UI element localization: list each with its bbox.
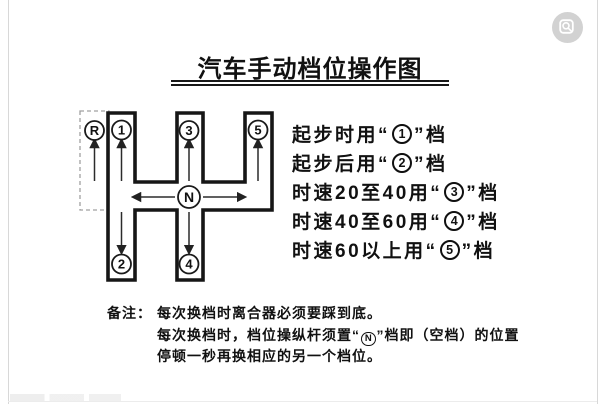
gear-position-r: R — [84, 120, 105, 141]
svg-text:1: 1 — [118, 123, 125, 138]
usage-line-1: 起步时用“ 1 ”档 — [292, 119, 500, 148]
viewer-bottom-divider — [8, 401, 597, 402]
gear-position-n: N — [177, 185, 201, 209]
svg-text:2: 2 — [118, 257, 125, 272]
viewer-left-divider — [8, 0, 9, 404]
circled-gear-2: 2 — [392, 153, 413, 173]
svg-text:R: R — [90, 123, 100, 138]
usage-line-4-suffix: ”档 — [466, 212, 500, 233]
bottom-watermark — [10, 394, 142, 401]
note-line-3: 停顿一秒再换相应的另一个档位。 — [157, 348, 382, 364]
svg-text:4: 4 — [185, 257, 193, 272]
usage-line-5-suffix: ”档 — [461, 241, 496, 262]
usage-line-2-prefix: 起步后用“ — [292, 154, 391, 175]
usage-line-2-suffix: ”档 — [414, 154, 448, 175]
title-underline — [171, 80, 449, 86]
notes-body: 每次换档时离合器必须要踩到底。 每次换档时，档位操纵杆须置“N”档即（空档）的位… — [157, 303, 600, 368]
note-line-2-prefix: 每次换档时，档位操纵杆须置“ — [157, 326, 360, 343]
note-line-1: 每次换档时离合器必须要踩到底。 — [157, 305, 382, 321]
circled-gear-4: 4 — [444, 211, 465, 231]
svg-text:5: 5 — [254, 123, 261, 138]
circled-gear-n: N — [361, 331, 376, 346]
note-line-2: 每次换档时，档位操纵杆须置“N”档即（空档）的位置 — [157, 325, 600, 346]
gear-shift-diagram: R 1 3 5 N 2 4 — [79, 110, 274, 282]
gear-position-5: 5 — [247, 119, 269, 141]
usage-line-4-prefix: 时速40至60用“ — [292, 212, 443, 233]
svg-text:N: N — [184, 189, 194, 205]
magnifier-in-square-glyph — [559, 19, 574, 34]
usage-line-5-prefix: 时速60以上用“ — [292, 241, 438, 262]
circled-gear-1: 1 — [392, 124, 413, 144]
usage-instructions: 起步时用“ 1 ”档 起步后用“ 2 ”档 时速20至40用“ 3 ”档 时速4… — [292, 119, 500, 264]
usage-line-3-prefix: 时速20至40用“ — [292, 183, 443, 204]
circled-gear-3: 3 — [444, 182, 465, 202]
image-zoom-icon[interactable] — [552, 12, 583, 43]
usage-line-4: 时速40至60用“ 4 ”档 — [292, 206, 500, 235]
gear-position-3: 3 — [178, 120, 200, 141]
usage-line-1-suffix: ”档 — [414, 125, 448, 146]
usage-line-3-suffix: ”档 — [466, 183, 500, 204]
page-title: 汽车手动档位操作图 — [197, 56, 423, 83]
notes-label: 备注： — [107, 305, 152, 321]
usage-line-5: 时速60以上用“ 5 ”档 — [292, 235, 500, 264]
gear-position-2: 2 — [111, 253, 132, 275]
usage-line-1-prefix: 起步时用“ — [292, 125, 391, 146]
usage-line-3: 时速20至40用“ 3 ”档 — [292, 177, 500, 206]
notes-section: 备注： 每次换档时离合器必须要踩到底。 每次换档时，档位操纵杆须置“N”档即（空… — [107, 303, 600, 368]
gear-position-1: 1 — [111, 119, 132, 141]
svg-text:3: 3 — [185, 123, 192, 138]
note-line-2-suffix: ”档即（空档）的位置 — [376, 326, 520, 343]
usage-line-2: 起步后用“ 2 ”档 — [292, 148, 500, 177]
gear-position-4: 4 — [178, 253, 200, 275]
viewer-right-divider — [597, 0, 598, 404]
shift-arrows — [89, 137, 264, 256]
circled-gear-5: 5 — [439, 240, 460, 260]
